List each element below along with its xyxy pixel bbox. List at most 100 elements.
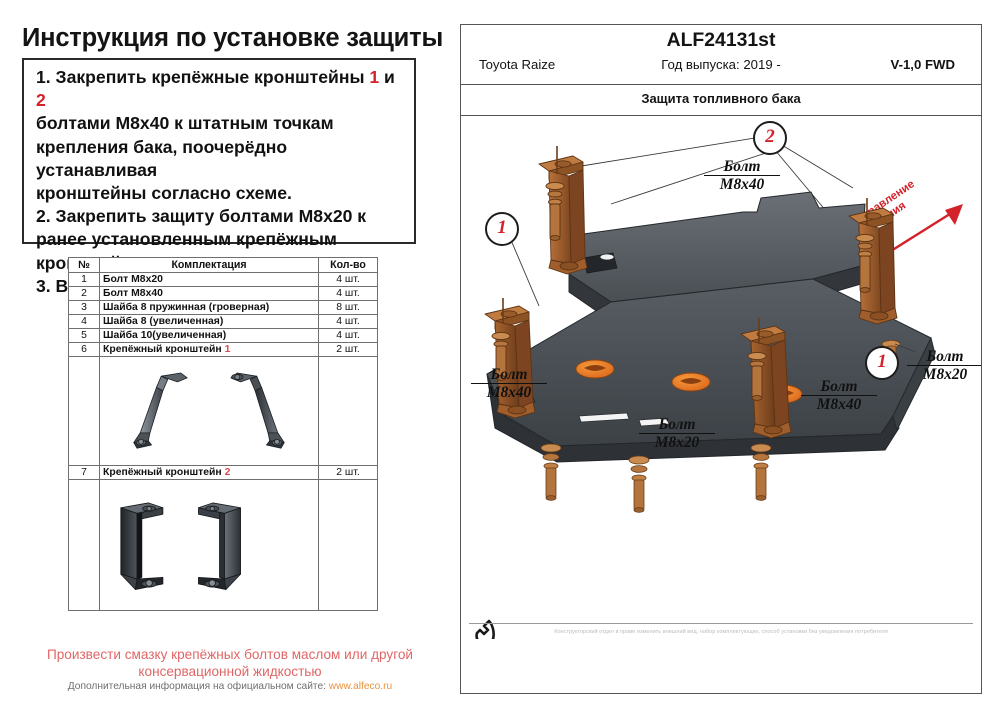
row-qty: 4 шт. (318, 272, 378, 287)
row-no-blank (68, 479, 100, 611)
footer-divider (469, 623, 973, 624)
bracket-marker-2: 2 (36, 90, 46, 111)
parts-table: № Комплектация Кол-во 1 Болт М8х20 4 шт.… (68, 257, 378, 611)
bracket-1-illustration (99, 356, 319, 466)
website-note: Дополнительная информация на официальном… (20, 681, 440, 692)
left-panel: Инструкция по установке защиты 1. Закреп… (0, 0, 455, 712)
instruction-line: 1. Закрепить крепёжные кронштейны 1 и 2 (36, 66, 404, 112)
row-name: Крепёжный кронштейн 2 (99, 465, 319, 480)
instruction-line: кронштейны согласно схеме. (36, 183, 292, 204)
header: ALF24131st Toyota Raize Год выпуска: 201… (461, 25, 981, 85)
bolt-m8x20-right: Болт М8х20 (907, 348, 981, 383)
header-row: Toyota Raize Год выпуска: 2019 - V-1,0 F… (461, 57, 981, 77)
table-row: 1 Болт М8х20 4 шт. (68, 272, 378, 287)
bolt-label-word: Болт (704, 158, 780, 176)
bolt-label-word: Болт (801, 378, 877, 396)
bolt-m8x20-bottom: Болт М8х20 (639, 416, 715, 451)
table-row-image (68, 356, 378, 466)
article-number: ALF24131st (666, 29, 776, 51)
bracket-lower-right (740, 318, 792, 439)
row-no: 7 (68, 465, 100, 480)
bolt-label-size: М8х20 (922, 366, 968, 383)
lubrication-note: Произвести смазку крепёжных болтов масло… (20, 646, 440, 680)
skid-plate-drawing (484, 135, 936, 513)
bolt-m8x40-topright: Болт М8х40 (704, 158, 780, 193)
row-qty: 8 шт. (318, 300, 378, 315)
row-name: Крепёжный кронштейн 1 (99, 342, 319, 357)
right-panel: ALF24131st Toyota Raize Год выпуска: 201… (460, 24, 982, 694)
wrench-icon (475, 619, 496, 639)
instruction-text: 1. Закрепить крепёжные кронштейны (36, 67, 370, 87)
bolt-m8x40-bottomleft: Болт М8х40 (471, 366, 547, 401)
row-qty-blank (318, 356, 378, 466)
page-title: Инструкция по установке защиты (22, 24, 444, 52)
bracket-marker-1: 1 (369, 67, 380, 87)
col-header-qty: Кол-во (318, 257, 378, 273)
bracket-1-drawing (133, 372, 285, 449)
instruction-line: ранее установленным крепёжным (36, 229, 337, 250)
product-subheader: Защита топливного бака (461, 85, 981, 116)
table-header-row: № Комплектация Кол-во (68, 257, 378, 273)
bracket-lower-left (484, 298, 536, 419)
table-row: 5 Шайба 10(увеличенная) 4 шт. (68, 328, 378, 343)
bolt-label-word: Болт (907, 348, 981, 366)
row-name-text: Крепёжный кронштейн (103, 467, 225, 478)
bolt-label-size: М8х40 (719, 176, 765, 193)
vehicle-model: Toyota Raize (479, 57, 556, 72)
instructions-box: 1. Закрепить крепёжные кронштейны 1 и 2 … (22, 58, 416, 296)
row-qty: 4 шт. (318, 286, 378, 301)
row-qty: 2 шт. (318, 465, 378, 480)
col-header-name: Комплектация (99, 257, 319, 273)
instruction-line: болтами М8х40 к штатным точкам (36, 113, 334, 134)
lubrication-note-line1: Произвести смазку крепёжных болтов масло… (46, 647, 414, 662)
row-no: 3 (68, 300, 100, 315)
bracket-2-drawing (120, 502, 241, 590)
row-name: Болт М8х40 (99, 286, 319, 301)
table-row: 6 Крепёжный кронштейн 1 2 шт. (68, 342, 378, 357)
bolt-label-size: М8х40 (486, 384, 532, 401)
bolt-label-word: Болт (471, 366, 547, 384)
instruction-line: крепления бака, поочерёдно устанавливая (36, 136, 288, 180)
website-url[interactable]: www.alfeco.ru (328, 681, 393, 692)
row-qty: 2 шт. (318, 342, 378, 357)
table-row: 7 Крепёжный кронштейн 2 2 шт. (68, 465, 378, 480)
row-name-text: Крепёжный кронштейн (103, 344, 225, 355)
row-no-blank (68, 356, 100, 466)
bolt-label-word: Болт (639, 416, 715, 434)
row-name: Шайба 10(увеличенная) (99, 328, 319, 343)
row-no: 1 (68, 272, 100, 287)
row-no: 6 (68, 342, 100, 357)
callout-1-right: 1 (865, 346, 899, 380)
table-row: 4 Шайба 8 (увеличенная) 4 шт. (68, 314, 378, 329)
row-no: 4 (68, 314, 100, 329)
row-name-marker: 1 (224, 344, 231, 355)
row-name: Болт М8х20 (99, 272, 319, 287)
row-name-marker: 2 (224, 467, 231, 478)
row-qty: 4 шт. (318, 328, 378, 343)
disclaimer-text: Конструкторский отдел в праве изменить в… (554, 629, 888, 635)
row-qty: 4 шт. (318, 314, 378, 329)
bracket-2-illustration (99, 479, 319, 611)
table-row: 2 Болт М8х40 4 шт. (68, 286, 378, 301)
bolt-m8x40-bottommid: Болт М8х40 (801, 378, 877, 413)
row-name: Шайба 8 (увеличенная) (99, 314, 319, 329)
row-no: 5 (68, 328, 100, 343)
instruction-line: 2. Закрепить защиту болтами М8х20 к (36, 206, 367, 227)
row-name: Шайба 8 пружинная (гроверная) (99, 300, 319, 315)
row-no: 2 (68, 286, 100, 301)
bracket-upper-left (538, 146, 588, 275)
lubrication-note-line2: консервационной жидкостью (138, 664, 322, 679)
engine-spec: V-1,0 FWD (890, 57, 955, 72)
product-name: Защита топливного бака (641, 91, 801, 106)
assembly-diagram: Направление движения (461, 116, 981, 639)
table-row-image (68, 479, 378, 611)
website-note-text: Дополнительная информация на официальном… (67, 681, 329, 692)
bolt-label-size: М8х20 (654, 434, 700, 451)
bolt-label-size: М8х40 (816, 396, 862, 413)
row-qty-blank (318, 479, 378, 611)
bracket-upper-right (848, 198, 898, 325)
production-year: Год выпуска: 2019 - (661, 57, 781, 72)
callout-1-left: 1 (485, 212, 519, 246)
col-header-no: № (68, 257, 100, 273)
